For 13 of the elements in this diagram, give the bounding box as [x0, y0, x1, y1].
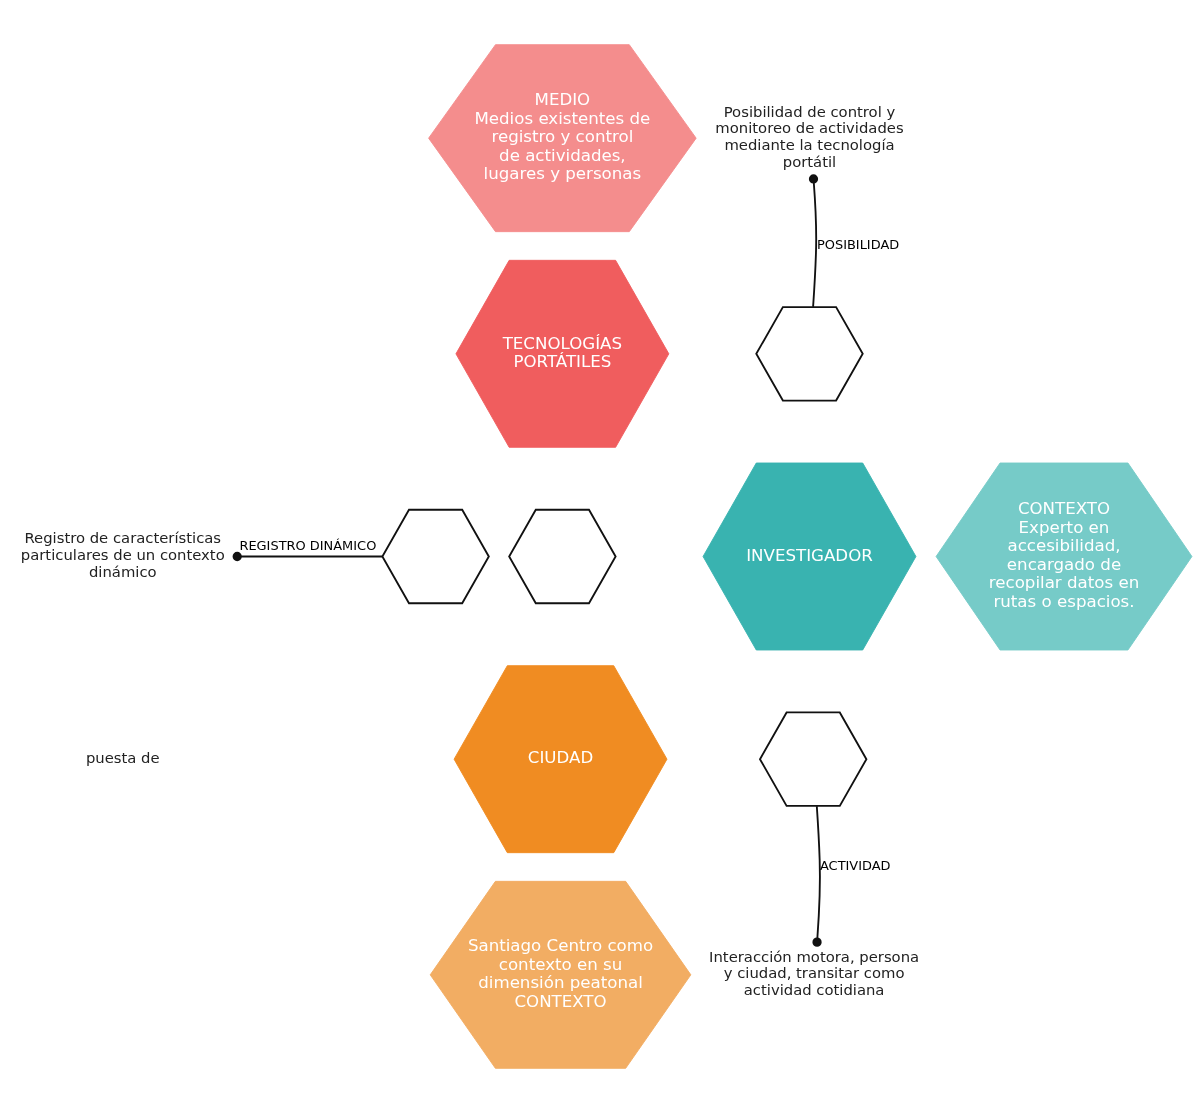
connector [808, 173, 819, 308]
connector [232, 551, 383, 561]
node-text: Interacción motora, persona y ciudad, transitar como actividad cotidiana [709, 947, 920, 998]
node-hexagon [381, 508, 490, 604]
connector [812, 804, 822, 947]
label: puesta de [85, 748, 160, 766]
node-text: Posibilidad de control y monitoreo de actividades mediante la tecnología portátil [715, 102, 904, 170]
node-hexagon [508, 508, 617, 604]
edge-label: REGISTRO DINÁMICO [239, 537, 377, 553]
node-hexagon [758, 711, 868, 807]
node-hexagon [755, 305, 864, 401]
node-text: Registro de características particulares de un contexto dinámico [20, 528, 225, 580]
edge-label: POSIBILIDAD [816, 236, 900, 252]
